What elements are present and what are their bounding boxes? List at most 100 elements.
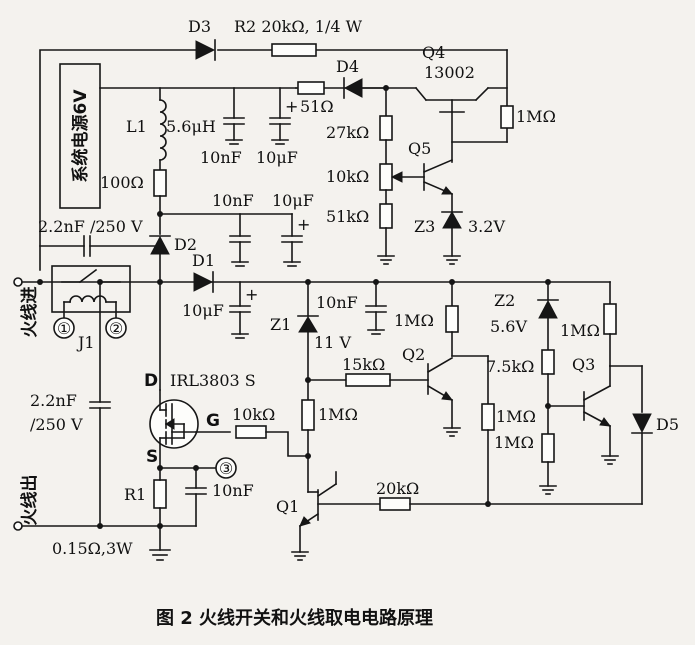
- label-2n2-left-b: /250 V: [30, 415, 83, 434]
- resistor-1M-z2: [541, 433, 555, 463]
- label-D5: D5: [656, 415, 679, 434]
- resistor-1M-q2: [445, 305, 459, 333]
- label-10nF-z1: 10nF: [316, 293, 358, 312]
- zener-Z3: [441, 210, 463, 265]
- label-Z1: Z1: [270, 315, 291, 334]
- label-pin-D: D: [144, 371, 158, 391]
- label-R1-value: 0.15Ω,3W: [52, 539, 133, 558]
- label-D3: D3: [188, 17, 211, 36]
- resistor-7k5: [541, 349, 555, 375]
- capacitor-10uF-top: +: [269, 87, 298, 145]
- label-live-out: 火线出: [19, 475, 40, 526]
- diode-D3: [195, 39, 216, 61]
- resistor-R2: [271, 43, 317, 57]
- label-pin-S: S: [146, 447, 158, 467]
- label-Z2: Z2: [494, 291, 515, 310]
- label-Z2-value: 5.6V: [490, 317, 527, 336]
- label-node2: ②: [109, 319, 123, 338]
- terminal-live-in: [13, 277, 23, 287]
- transistor-Q3: [582, 365, 619, 465]
- resistor-1M-q3: [603, 303, 617, 335]
- transistor-Q5: [422, 158, 454, 213]
- resistor-1M-mid: [301, 399, 315, 431]
- resistor-20k: [379, 497, 411, 511]
- resistor-R1: [153, 479, 167, 509]
- svg-text:+: +: [285, 97, 298, 116]
- label-10uF-d1: 10μF: [182, 301, 224, 320]
- label-D2: D2: [174, 235, 197, 254]
- label-1M-mid: 1MΩ: [318, 405, 358, 424]
- label-Q5: Q5: [408, 139, 431, 158]
- capacitor-10uF-mid: +: [281, 213, 310, 267]
- capacitor-10nF-top: [223, 87, 245, 145]
- terminal-node3: [215, 457, 237, 479]
- resistor-1M-q2e: [481, 403, 495, 431]
- capacitor-10nF-z1: [365, 281, 387, 335]
- label-10nF-top: 10nF: [200, 148, 242, 167]
- label-2n2-top: 2.2nF /250 V: [38, 217, 143, 236]
- diode-D1: [193, 271, 214, 293]
- diode-D4: [343, 77, 363, 99]
- label-1M-z2: 1MΩ: [494, 433, 534, 452]
- wires-top: [39, 49, 508, 271]
- label-1M-q4: 1MΩ: [516, 107, 556, 126]
- label-J1: J1: [76, 333, 95, 352]
- label-10k-gate: 10kΩ: [232, 405, 275, 424]
- resistor-51-ohm: [297, 81, 325, 95]
- label-Z3-value: 3.2V: [468, 217, 505, 236]
- transistor-Q2: [426, 356, 461, 437]
- diode-D2: [149, 235, 171, 283]
- label-1M-q2e: 1MΩ: [496, 407, 536, 426]
- zener-Z2: [537, 299, 559, 351]
- label-Z1-value: 11 V: [314, 333, 351, 352]
- relay-J1: [51, 265, 131, 339]
- svg-text:+: +: [297, 215, 310, 234]
- label-live-in: 火线进: [19, 287, 40, 338]
- label-node3: ③: [219, 459, 233, 478]
- label-10nF-mid: 10nF: [212, 191, 254, 210]
- label-pin-G: G: [206, 411, 220, 431]
- label-Q4-type: 13002: [424, 63, 475, 82]
- transistor-Q1: [291, 471, 338, 561]
- label-2n2-left-a: 2.2nF: [30, 391, 77, 410]
- diode-D5: [631, 413, 653, 505]
- resistor-10k-gate: [235, 425, 267, 439]
- potentiometer-10k: [379, 163, 393, 191]
- label-Q2: Q2: [402, 345, 425, 364]
- label-D4: D4: [336, 57, 359, 76]
- label-15k: 15kΩ: [342, 355, 385, 374]
- mosfet-IRL3803S: [149, 389, 231, 469]
- label-Q4: Q4: [422, 43, 445, 62]
- label-10uF-mid: 10μF: [272, 191, 314, 210]
- capacitor-10nF-source: [159, 467, 207, 527]
- label-51-ohm: 51Ω: [300, 97, 334, 116]
- capacitor-10uF-d1: +: [229, 281, 258, 339]
- label-Z3: Z3: [414, 217, 435, 236]
- label-1M-q2: 1MΩ: [394, 311, 434, 330]
- resistor-1M-q4: [500, 105, 514, 129]
- label-10nF-source: 10nF: [212, 481, 254, 500]
- label-1M-q3: 1MΩ: [560, 321, 600, 340]
- label-51k: 51kΩ: [326, 207, 369, 226]
- label-Q3: Q3: [572, 355, 595, 374]
- label-L1-value: 5.6μH: [166, 117, 216, 136]
- label-mosfet: IRL3803 S: [170, 371, 256, 390]
- resistor-51k: [379, 203, 393, 229]
- label-20k: 20kΩ: [376, 479, 419, 498]
- inductor-L1: [159, 87, 167, 171]
- label-100-ohm: 100Ω: [100, 173, 144, 192]
- zener-Z1: [297, 281, 319, 401]
- label-R1: R1: [124, 485, 146, 504]
- label-27k: 27kΩ: [326, 123, 369, 142]
- label-Q1: Q1: [276, 497, 299, 516]
- system-power-box: [59, 63, 101, 209]
- label-R2: R2 20kΩ, 1/4 W: [234, 17, 363, 36]
- label-node1: ①: [57, 319, 71, 338]
- system-power-label: 系统电源6V: [70, 89, 91, 183]
- label-L1: L1: [126, 117, 147, 136]
- capacitor-10nF-mid: [229, 213, 251, 267]
- resistor-15k: [345, 373, 391, 387]
- resistor-27k: [379, 115, 393, 141]
- label-10k-pot: 10kΩ: [326, 167, 369, 186]
